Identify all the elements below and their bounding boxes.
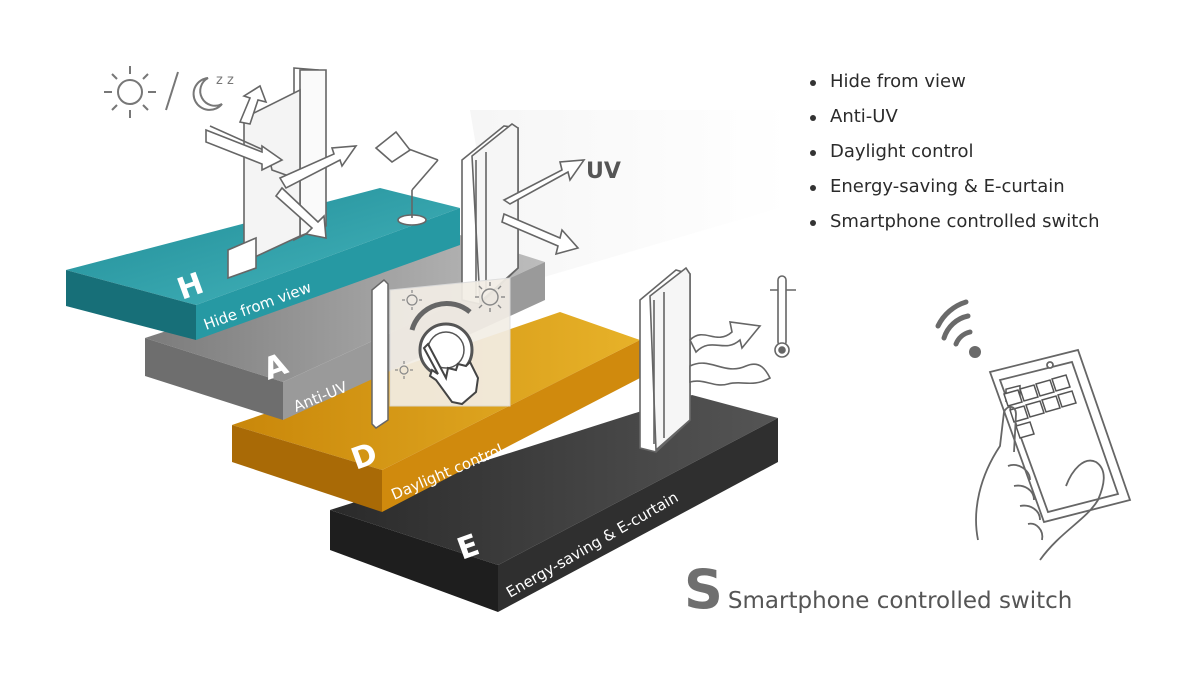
layer-d-left-face <box>232 425 382 512</box>
divider-slash <box>165 71 179 111</box>
hand-holding-phone-icon <box>975 406 1105 561</box>
layer-a-top-face <box>145 235 545 382</box>
smartphone-icon <box>988 348 1132 524</box>
app-tiles <box>1003 374 1077 439</box>
feature-anti-uv: Anti-UV <box>808 103 1100 138</box>
background-glow <box>470 110 790 290</box>
sleep-z-label: z z <box>216 73 234 88</box>
uv-window-icon <box>461 123 519 305</box>
layer-e-left-face <box>330 510 498 612</box>
smartphone-letter: S <box>684 558 723 621</box>
feature-hide-from-view: Hide from view <box>808 68 1100 103</box>
heat-flow-icon <box>689 321 772 386</box>
uv-label: UV <box>586 159 621 184</box>
layer-a-left-face <box>145 338 283 420</box>
bright-sun-icon <box>475 282 505 312</box>
hand-icon <box>422 342 480 406</box>
feature-energy-saving: Energy-saving & E-curtain <box>808 173 1100 208</box>
wifi-icon <box>935 299 981 358</box>
light-arrows-icon <box>205 84 358 239</box>
small-sun-icon <box>402 290 422 310</box>
privacy-window-icon <box>209 67 327 280</box>
feature-smartphone-switch: Smartphone controlled switch <box>808 208 1100 243</box>
energy-window-icon <box>639 266 691 453</box>
feature-list: Hide from view Anti-UV Daylight control … <box>808 68 1100 243</box>
moon-icon <box>192 77 223 111</box>
lamp-icon <box>374 130 439 226</box>
smartphone-caption-text: Smartphone controlled switch <box>727 588 1073 614</box>
dim-sun-icon <box>395 361 413 379</box>
thermometer-icon <box>770 275 796 358</box>
layer-e-front-face <box>498 418 778 612</box>
uv-arrows-icon <box>501 159 586 256</box>
layer-h-left-face <box>66 270 196 340</box>
layer-d-front-face <box>382 340 640 512</box>
layer-h-front-face <box>196 208 460 340</box>
feature-daylight-control: Daylight control <box>808 138 1100 173</box>
sun-icon <box>104 66 156 118</box>
